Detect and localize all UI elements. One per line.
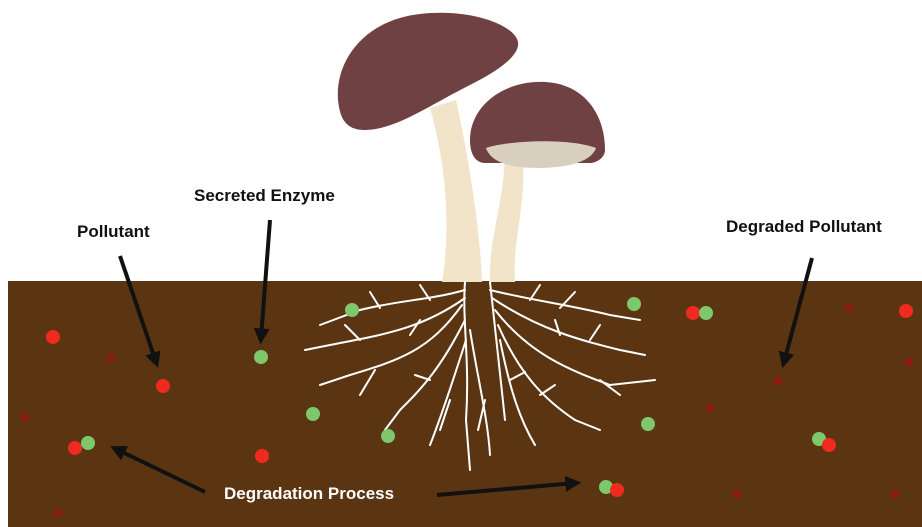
enzyme-particle [345,303,359,317]
enzyme-particle [641,417,655,431]
degraded-pollutant-particle [733,490,742,499]
secreted-enzyme-label: Secreted Enzyme [194,186,335,206]
enzyme-particle [254,350,268,364]
pollutant-particle [255,449,269,463]
enzyme-particle [627,297,641,311]
degraded-pollutant-particle [21,413,30,422]
degraded-pollutant-particle [107,354,116,363]
degraded-pollutant-label: Degraded Pollutant [726,217,882,237]
pollutant-label: Pollutant [77,222,150,242]
pollutant-particle [46,330,60,344]
pollutant-particle [899,304,913,318]
pollutant-particle [156,379,170,393]
degraded-pollutant-particle [845,304,854,313]
degraded-pollutant-particle [774,377,783,386]
enzyme-particle [381,429,395,443]
degraded-pollutant-particle [905,358,914,367]
mushroom-icon [338,13,605,282]
degraded-pollutant-particle [54,509,63,518]
degradation-process-label: Degradation Process [224,484,394,504]
degraded-pollutant-particle [891,490,900,499]
degraded-pollutant-particle [706,404,715,413]
enzyme-particle [306,407,320,421]
